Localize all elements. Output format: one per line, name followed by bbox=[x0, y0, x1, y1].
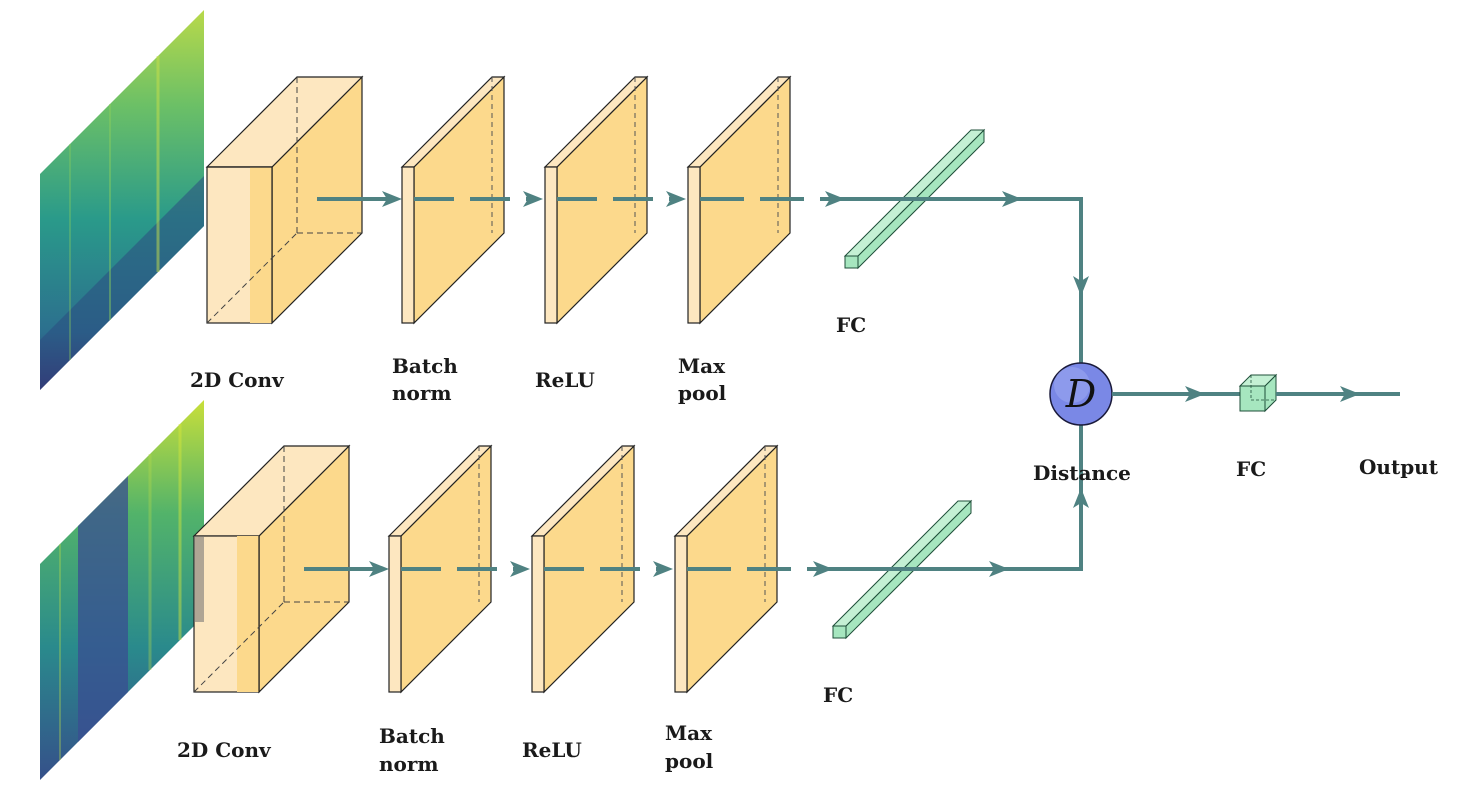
label-conv-bottom: 2D Conv bbox=[177, 738, 272, 762]
label-fc-top: FC bbox=[836, 313, 866, 337]
fc-block-output bbox=[1238, 373, 1278, 413]
label-maxpool-bottom-line2: pool bbox=[665, 749, 714, 773]
label-fc-bottom: FC bbox=[823, 683, 853, 707]
label-batchnorm-top-line1: Batch bbox=[392, 354, 458, 378]
label-conv-top: 2D Conv bbox=[190, 368, 285, 392]
label-fc-output: FC bbox=[1236, 457, 1266, 481]
label-output: Output bbox=[1359, 455, 1439, 479]
maxpool-block-top bbox=[686, 75, 792, 325]
label-relu-top: ReLU bbox=[535, 368, 595, 392]
spectrogram-input-top bbox=[40, 10, 204, 390]
flow-arrow-top-to-distance bbox=[1010, 197, 1089, 296]
connector-top bbox=[317, 191, 1089, 364]
batchnorm-block-top bbox=[400, 75, 506, 325]
label-maxpool-top-line1: Max bbox=[678, 354, 726, 378]
label-batchnorm-bottom-line2: norm bbox=[379, 752, 439, 776]
relu-block-bottom bbox=[530, 444, 636, 694]
distance-node: D bbox=[1049, 362, 1113, 426]
label-maxpool-top-line2: pool bbox=[678, 381, 727, 405]
relu-block-top bbox=[543, 75, 649, 325]
connector-bottom bbox=[304, 424, 1089, 577]
label-relu-bottom: ReLU bbox=[522, 738, 582, 762]
branch-bottom: 2D Conv Batch norm ReLU Max pool FC bbox=[40, 400, 1089, 780]
maxpool-block-bottom bbox=[673, 444, 779, 694]
flow-arrow-bottom-to-distance bbox=[997, 488, 1089, 571]
spectrogram-input-bottom bbox=[40, 400, 204, 780]
label-maxpool-bottom-line1: Max bbox=[665, 721, 713, 745]
branch-top: 2D Conv Batch norm ReLU Max pool FC bbox=[40, 10, 1089, 405]
label-batchnorm-bottom-line1: Batch bbox=[379, 724, 445, 748]
distance-symbol: D bbox=[1065, 372, 1096, 416]
batchnorm-block-bottom bbox=[387, 444, 493, 694]
label-distance: Distance bbox=[1033, 461, 1131, 485]
label-batchnorm-top-line2: norm bbox=[392, 381, 452, 405]
